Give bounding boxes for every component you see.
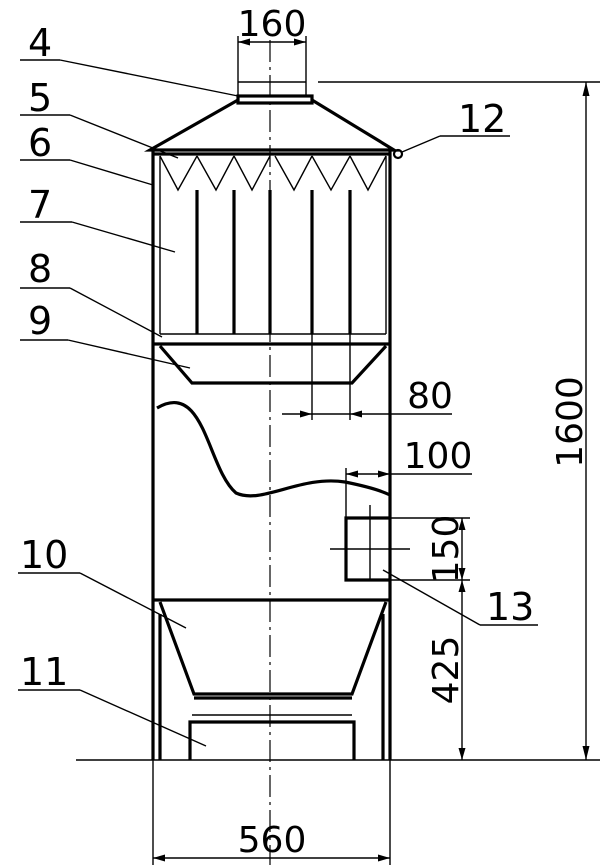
svg-text:1600: 1600 [550,376,591,468]
svg-text:6: 6 [28,121,52,165]
part-label-4: 4 [20,21,239,97]
svg-text:7: 7 [28,183,52,227]
part-label-13: 13 [382,569,538,629]
filter-bags [159,155,387,335]
part-label-7: 7 [20,183,176,253]
top-outlet-flange [236,94,314,105]
svg-text:150: 150 [426,515,467,584]
part-labels: 4 5 6 7 8 9 10 [18,21,538,747]
dim-body-width: 560 [152,760,391,865]
break-line [156,400,391,498]
part-label-11: 11 [18,650,207,747]
svg-text:12: 12 [458,97,506,141]
part-label-9: 9 [20,299,191,369]
part-label-8: 8 [20,247,163,338]
svg-text:4: 4 [28,21,52,65]
svg-text:9: 9 [28,299,52,343]
deflector-hopper [158,344,388,385]
svg-text:160: 160 [238,4,307,45]
svg-text:80: 80 [407,376,453,417]
svg-text:5: 5 [28,76,52,120]
dim-inlet-height: 150 [330,505,470,583]
ash-box [188,720,356,760]
top-cone [143,98,400,152]
dim-filter-gap: 80 [282,334,453,420]
dim-inlet-elevation: 425 [426,580,467,760]
svg-text:10: 10 [20,533,68,577]
part-12-fitting [392,148,404,160]
equipment-body [76,81,600,761]
lower-hopper [158,601,388,696]
svg-text:11: 11 [20,650,68,694]
part-label-10: 10 [18,533,187,629]
svg-text:100: 100 [404,436,473,477]
dimensions: 160 1600 80 100 [152,4,600,865]
dim-top-width: 160 [237,4,307,82]
svg-text:13: 13 [486,585,534,629]
svg-text:425: 425 [426,636,467,705]
part-label-12: 12 [401,97,510,153]
svg-text:8: 8 [28,247,52,291]
part-label-5: 5 [20,76,179,159]
part-label-6: 6 [20,121,154,186]
svg-text:560: 560 [238,820,307,861]
dim-total-height: 1600 [318,81,600,760]
dim-inlet-offset: 100 [345,436,473,518]
